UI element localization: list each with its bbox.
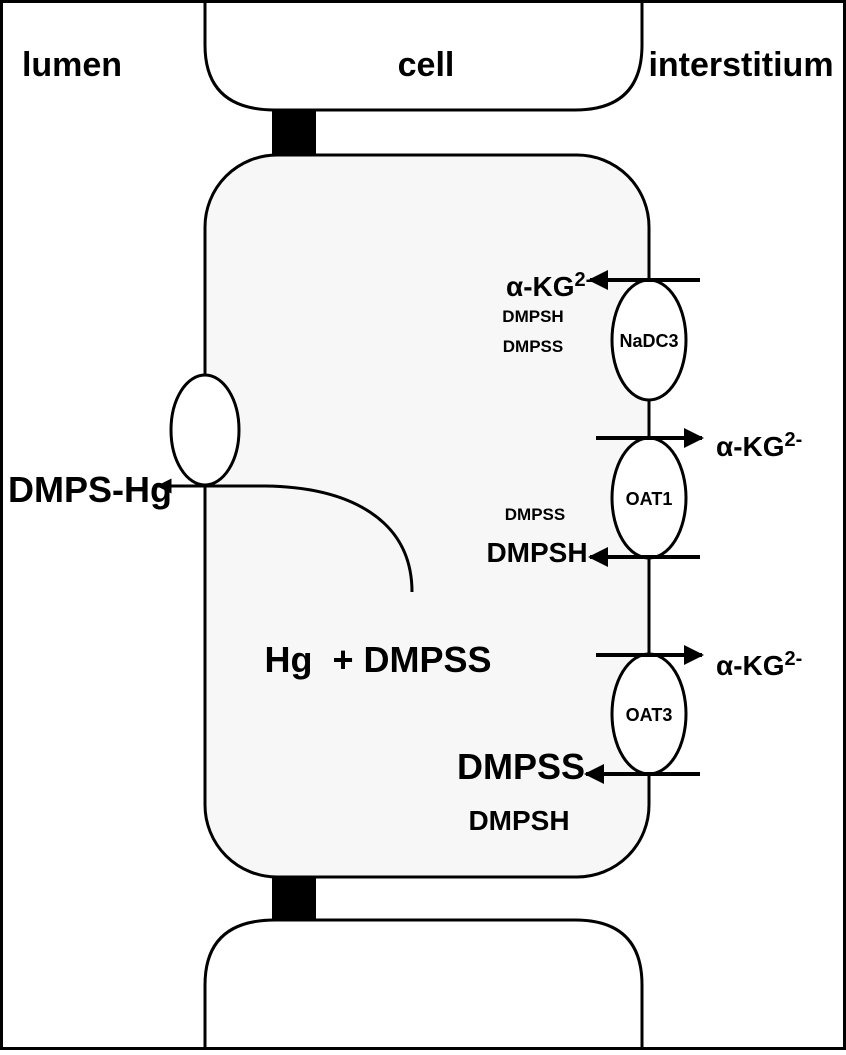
nadc3-dmpsh-label: DMPSH <box>502 307 563 326</box>
oat3-dmpsh-label: DMPSH <box>468 805 569 836</box>
interstitium-label: interstitium <box>648 46 833 84</box>
oat1-label: OAT1 <box>626 489 673 509</box>
nadc3-akg-label: α-KG2- <box>506 269 592 302</box>
efflux-curve <box>156 478 414 593</box>
nadc3-label: NaDC3 <box>619 331 678 351</box>
neighbor-cell-bottom <box>203 918 644 1050</box>
oat3-dmpss-label: DMPSS <box>457 746 585 787</box>
oat3-label: OAT3 <box>626 705 673 725</box>
dmps-hg-label: DMPS-Hg <box>8 469 172 510</box>
tight-junction-bottom <box>272 876 316 920</box>
oat1-akg-label: α-KG2- <box>716 429 802 462</box>
lumen-label: lumen <box>22 46 122 84</box>
oat1-dmpss-label: DMPSS <box>505 505 565 524</box>
oat3-akg-label: α-KG2- <box>716 648 802 681</box>
cell-label: cell <box>398 46 455 84</box>
oat1-dmpsh-label: DMPSH <box>486 537 587 568</box>
hg-dmpss-label: Hg + DMPSS <box>264 639 491 680</box>
tight-junction-top <box>272 110 316 156</box>
apical-transporter <box>169 373 241 487</box>
nadc3-dmpss-label: DMPSS <box>503 337 563 356</box>
